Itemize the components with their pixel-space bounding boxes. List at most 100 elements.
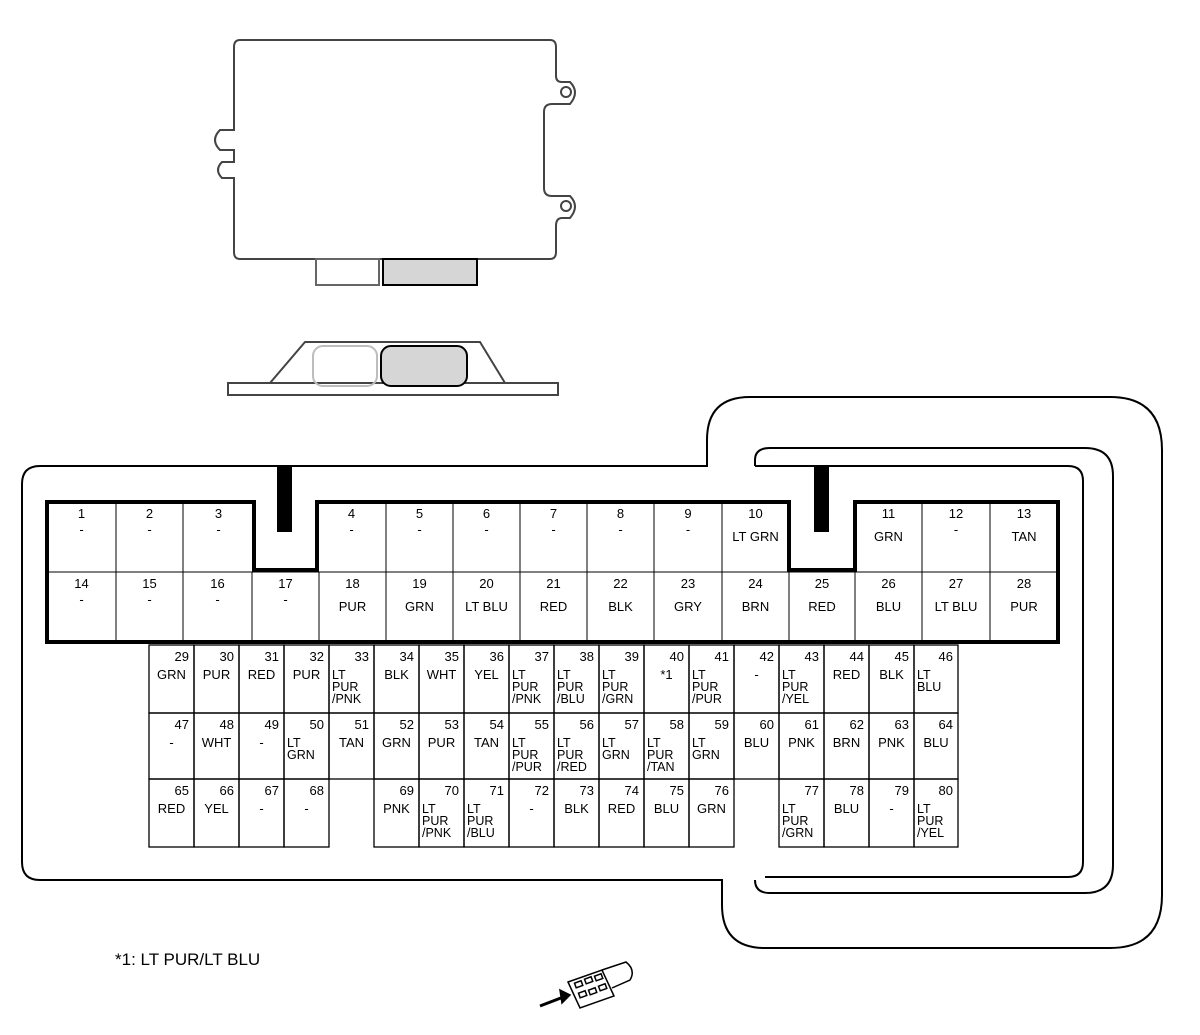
pin-wire-color: /YEL [917, 826, 944, 840]
pin-number: 26 [881, 576, 895, 591]
pin-number: 33 [355, 649, 369, 664]
pin-wire-color: BLU [917, 680, 941, 694]
pin-number: 21 [546, 576, 560, 591]
keyway-left [277, 466, 292, 532]
pin-wire-color: BLK [879, 667, 904, 682]
pin-wire-color: PNK [788, 735, 815, 750]
pin-number: 77 [805, 783, 819, 798]
footnote: *1: LT PUR/LT BLU [115, 950, 261, 969]
pin-number: 10 [748, 506, 762, 521]
pin-wire-color: - [529, 801, 533, 816]
pin-number: 69 [400, 783, 414, 798]
pin-number: 58 [670, 717, 684, 732]
pin-number: 57 [625, 717, 639, 732]
pin-number: 15 [142, 576, 156, 591]
pin-wire-color: GRN [405, 599, 434, 614]
pin-number: 18 [345, 576, 359, 591]
pin-number: 41 [715, 649, 729, 664]
pin-wire-color: LT [647, 736, 661, 750]
pin-number: 22 [613, 576, 627, 591]
pin-wire-color: LT [602, 736, 616, 750]
pin-wire-color: YEL [474, 667, 499, 682]
pin-number: 75 [670, 783, 684, 798]
pin-wire-color: GRN [602, 748, 630, 762]
pin-wire-color: LT [557, 668, 571, 682]
pin-grid [49, 504, 1056, 848]
pin-number: 3 [215, 506, 222, 521]
pin-wire-color: LT [782, 668, 796, 682]
pin-wire-color: RED [158, 801, 185, 816]
pin-wire-color: BLK [608, 599, 633, 614]
pin-wire-color: BLU [834, 801, 859, 816]
pin-wire-color: LT [692, 668, 706, 682]
pin-number: 5 [416, 506, 423, 521]
pin-number: 62 [850, 717, 864, 732]
pin-number: 11 [882, 506, 896, 521]
pin-wire-color: BLK [384, 667, 409, 682]
pin-number: 6 [483, 506, 490, 521]
pin-wire-color: PUR [917, 814, 943, 828]
pin-wire-color: - [954, 522, 958, 537]
pin-wire-color: LT BLU [935, 599, 978, 614]
pin-wire-color: - [551, 522, 555, 537]
pin-number: 12 [949, 506, 963, 521]
pin-wire-color: /YEL [782, 692, 809, 706]
pin-wire-color: PUR [203, 667, 230, 682]
pin-number: 46 [939, 649, 953, 664]
pin-wire-color: PUR [293, 667, 320, 682]
pin-number: 25 [815, 576, 829, 591]
pin-number: 29 [175, 649, 189, 664]
pin-3: 3- [215, 506, 222, 537]
pin-wire-color: BLU [876, 599, 901, 614]
pin-number: 32 [310, 649, 324, 664]
pin-wire-color: - [79, 522, 83, 537]
pin-wire-color: GRY [674, 599, 702, 614]
pin-wire-color: /PNK [512, 692, 542, 706]
pin-wire-color: LT [557, 736, 571, 750]
pin-number: 19 [412, 576, 426, 591]
pin-wire-color: - [349, 522, 353, 537]
pin-number: 45 [895, 649, 909, 664]
pin-wire-color: GRN [692, 748, 720, 762]
pin-wire-color: - [169, 735, 173, 750]
pin-6: 6- [483, 506, 490, 537]
pin-wire-color: RED [540, 599, 567, 614]
pin-number: 61 [805, 717, 819, 732]
pin-number: 37 [535, 649, 549, 664]
pin-wire-color: RED [248, 667, 275, 682]
pin-wire-color: RED [833, 667, 860, 682]
pin-14: 14- [74, 576, 88, 607]
pin-wire-color: /PNK [332, 692, 362, 706]
pin-number: 64 [939, 717, 953, 732]
pin-wire-color: PUR [692, 680, 718, 694]
pin-wire-color: BLK [564, 801, 589, 816]
pin-wire-color: - [754, 667, 758, 682]
pin-wire-color: BLU [923, 735, 948, 750]
pin-number: 20 [479, 576, 493, 591]
pin-number: 39 [625, 649, 639, 664]
pin-8: 8- [617, 506, 624, 537]
pin-wire-color: LT [287, 736, 301, 750]
pin-number: 31 [265, 649, 279, 664]
